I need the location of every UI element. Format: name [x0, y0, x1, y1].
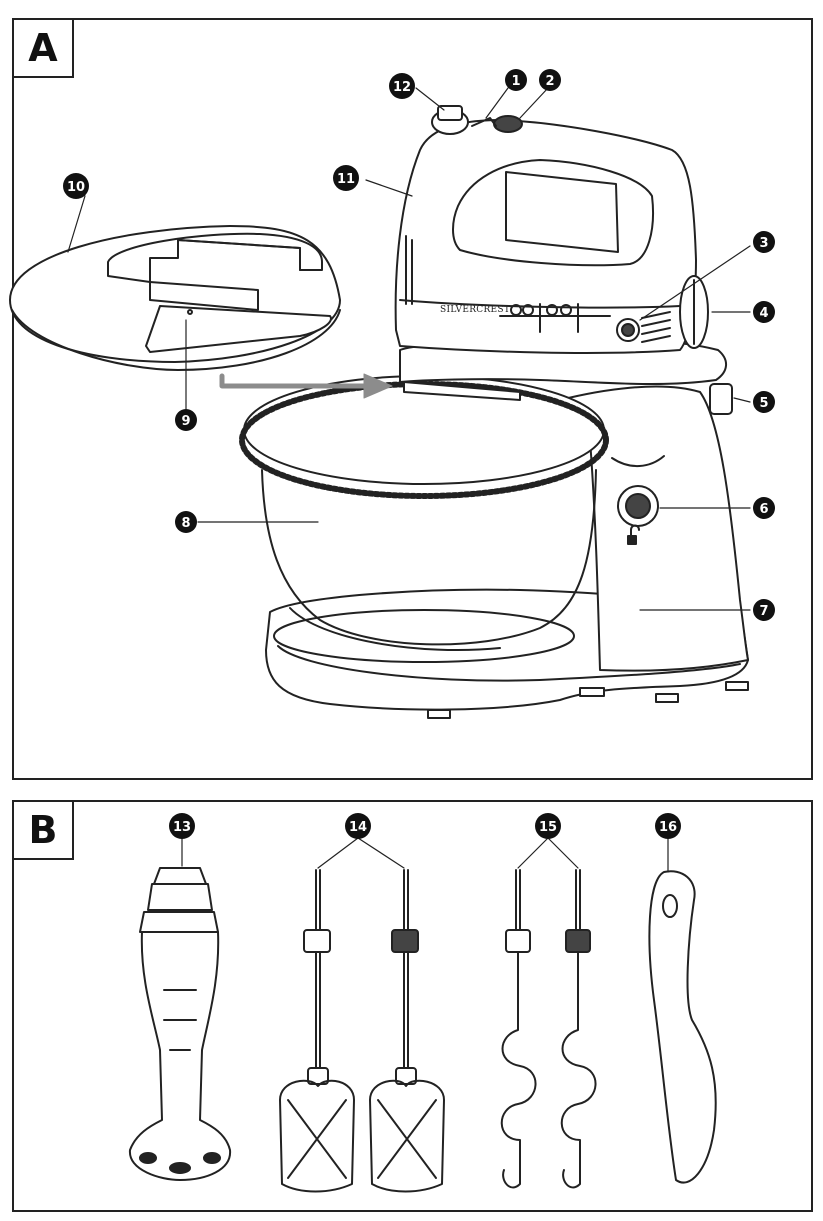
callout-9: 9 [175, 409, 197, 431]
svg-text:6: 6 [759, 502, 768, 517]
tilt-release-button [709, 383, 733, 415]
leader-lines-a [67, 87, 751, 611]
svg-text:12: 12 [393, 80, 411, 95]
callout-4: 4 [753, 301, 775, 323]
callout-16: 16 [655, 813, 681, 839]
svg-text:1: 1 [511, 74, 520, 89]
callout-6: 6 [753, 497, 775, 519]
svg-text:15: 15 [539, 820, 557, 835]
svg-text:9: 9 [181, 414, 190, 429]
svg-text:7: 7 [759, 604, 768, 619]
beaters-pair [279, 869, 445, 1193]
svg-text:8: 8 [181, 516, 190, 531]
bowl-rotation-knob [617, 485, 659, 545]
svg-text:4: 4 [759, 306, 768, 321]
splash-guard-lid [9, 225, 341, 371]
hand-mixer-body [394, 105, 709, 354]
svg-text:2: 2 [545, 74, 554, 89]
spatula [648, 870, 717, 1184]
mixer-stand-base [265, 385, 749, 719]
svg-text:5: 5 [759, 396, 768, 411]
svg-text:10: 10 [67, 180, 85, 195]
callout-1: 1 [505, 69, 527, 91]
brand-label: SILVERCREST [440, 305, 510, 315]
callout-5: 5 [753, 391, 775, 413]
svg-text:14: 14 [349, 820, 367, 835]
callout-10: 10 [63, 173, 89, 199]
callout-3: 3 [753, 231, 775, 253]
panel-a-label: A [12, 18, 74, 78]
callout-11: 11 [333, 165, 359, 191]
insert-direction-arrow [219, 373, 393, 399]
leader-lines-b [181, 837, 669, 873]
svg-text:3: 3 [759, 236, 768, 251]
svg-text:13: 13 [173, 820, 191, 835]
callout-7: 7 [753, 599, 775, 621]
dough-hooks-pair [500, 869, 597, 1189]
svg-text:11: 11 [337, 172, 355, 187]
callout-15: 15 [535, 813, 561, 839]
callout-12: 12 [389, 73, 415, 99]
callout-13: 13 [169, 813, 195, 839]
svg-text:16: 16 [659, 820, 677, 835]
callout-2: 2 [539, 69, 561, 91]
panel-b-label: B [12, 800, 74, 860]
blender-attachment [128, 867, 232, 1181]
callout-8: 8 [175, 511, 197, 533]
filling-chute [145, 305, 332, 353]
callout-markers: 1 2 3 4 5 6 7 8 9 10 11 12 13 14 15 16 [63, 69, 775, 839]
callout-14: 14 [345, 813, 371, 839]
